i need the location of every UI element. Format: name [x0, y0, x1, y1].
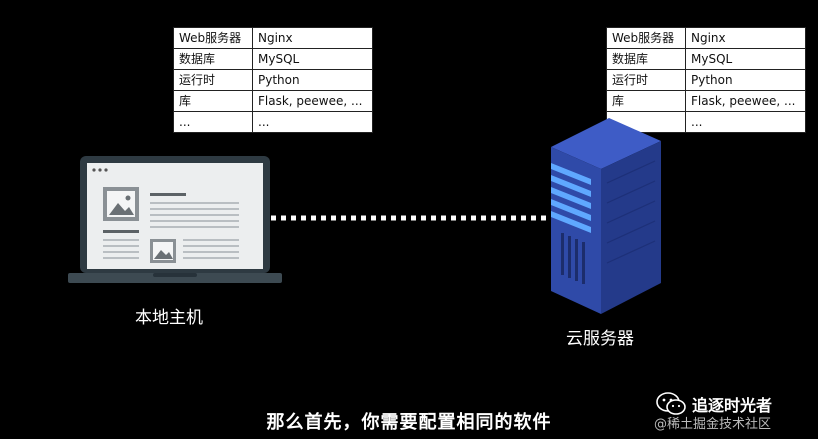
table-key-cell: Web服务器	[606, 27, 686, 49]
laptop-icon	[68, 156, 282, 283]
wechat-icon	[656, 392, 686, 415]
table-key-cell: ...	[173, 111, 253, 133]
table-value-cell: Python	[685, 69, 806, 91]
site-watermark: @稀土掘金技术社区	[654, 417, 772, 432]
connection-line	[271, 215, 549, 221]
table-row: ......	[173, 111, 373, 133]
table-key-cell: 库	[173, 90, 253, 112]
table-value-cell: Nginx	[685, 27, 806, 49]
cloud-server-label: 云服务器	[566, 329, 634, 349]
local-host-label: 本地主机	[135, 308, 203, 328]
channel-watermark: 追逐时光者	[656, 392, 772, 416]
table-key-cell: 数据库	[606, 48, 686, 70]
table-value-cell: Flask, peewee, ...	[685, 90, 806, 112]
table-value-cell: MySQL	[685, 48, 806, 70]
table-value-cell: Flask, peewee, ...	[252, 90, 373, 112]
table-value-cell: Nginx	[252, 27, 373, 49]
video-subtitle: 那么首先，你需要配置相同的软件	[266, 412, 552, 433]
table-key-cell: 运行时	[606, 69, 686, 91]
table-value-cell: Python	[252, 69, 373, 91]
table-key-cell: 库	[606, 90, 686, 112]
table-key-cell: Web服务器	[173, 27, 253, 49]
table-value-cell: ...	[685, 111, 806, 133]
channel-name: 追逐时光者	[692, 396, 773, 415]
table-value-cell: MySQL	[252, 48, 373, 70]
table-key-cell: 运行时	[173, 69, 253, 91]
table-key-cell: 数据库	[173, 48, 253, 70]
table-value-cell: ...	[252, 111, 373, 133]
server-icon	[551, 118, 661, 314]
